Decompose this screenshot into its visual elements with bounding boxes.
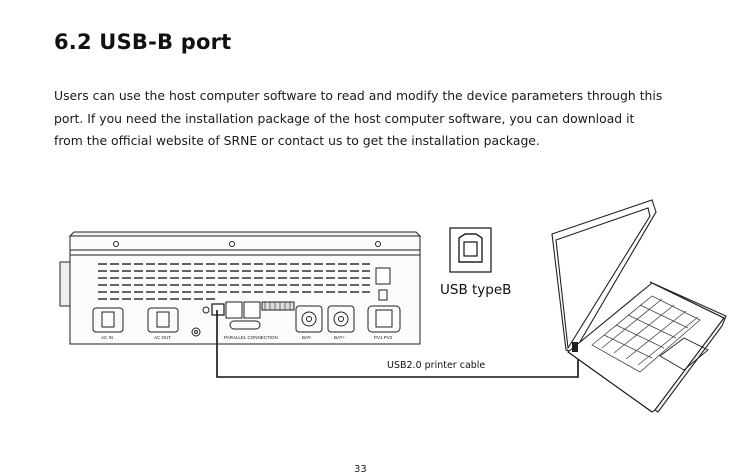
intro-paragraph: Users can use the host computer software… <box>54 85 694 153</box>
ac-out-terminal <box>147 307 179 333</box>
inverter-illustration <box>59 231 422 345</box>
paragraph-line: Users can use the host computer software… <box>54 88 663 103</box>
usb-connection-figure: AC IN AC OUT PARALLEL CONNECTION BAT- BA… <box>59 199 727 413</box>
section-title: 6.2 USB-B port <box>54 30 232 54</box>
page-number: 33 <box>354 464 367 475</box>
usb-b-port-on-inverter <box>211 303 225 316</box>
ac-in-label: AC IN <box>101 335 113 340</box>
ac-out-label: AC OUT <box>154 335 171 340</box>
paragraph-line: port. If you need the installation packa… <box>54 110 635 126</box>
usb-cable <box>216 310 579 378</box>
usb-typeb-label: USB typeB <box>440 282 512 298</box>
pv-terminal <box>367 305 401 333</box>
bat-plus-terminal <box>327 305 355 333</box>
paragraph-line: from the official website of SRNE or con… <box>54 133 540 148</box>
usb-type-b-icon <box>449 227 492 273</box>
laptop-illustration <box>551 199 727 413</box>
cable-label: USB2.0 printer cable <box>387 360 486 371</box>
pv-label: PV1 PV2 <box>374 335 393 340</box>
parallel-label: PARALLEL CONNECTION <box>224 335 278 340</box>
ac-in-terminal <box>92 307 124 333</box>
bat-minus-label: BAT- <box>302 335 312 340</box>
bat-minus-terminal <box>295 305 323 333</box>
bat-plus-label: BAT+ <box>334 335 345 340</box>
